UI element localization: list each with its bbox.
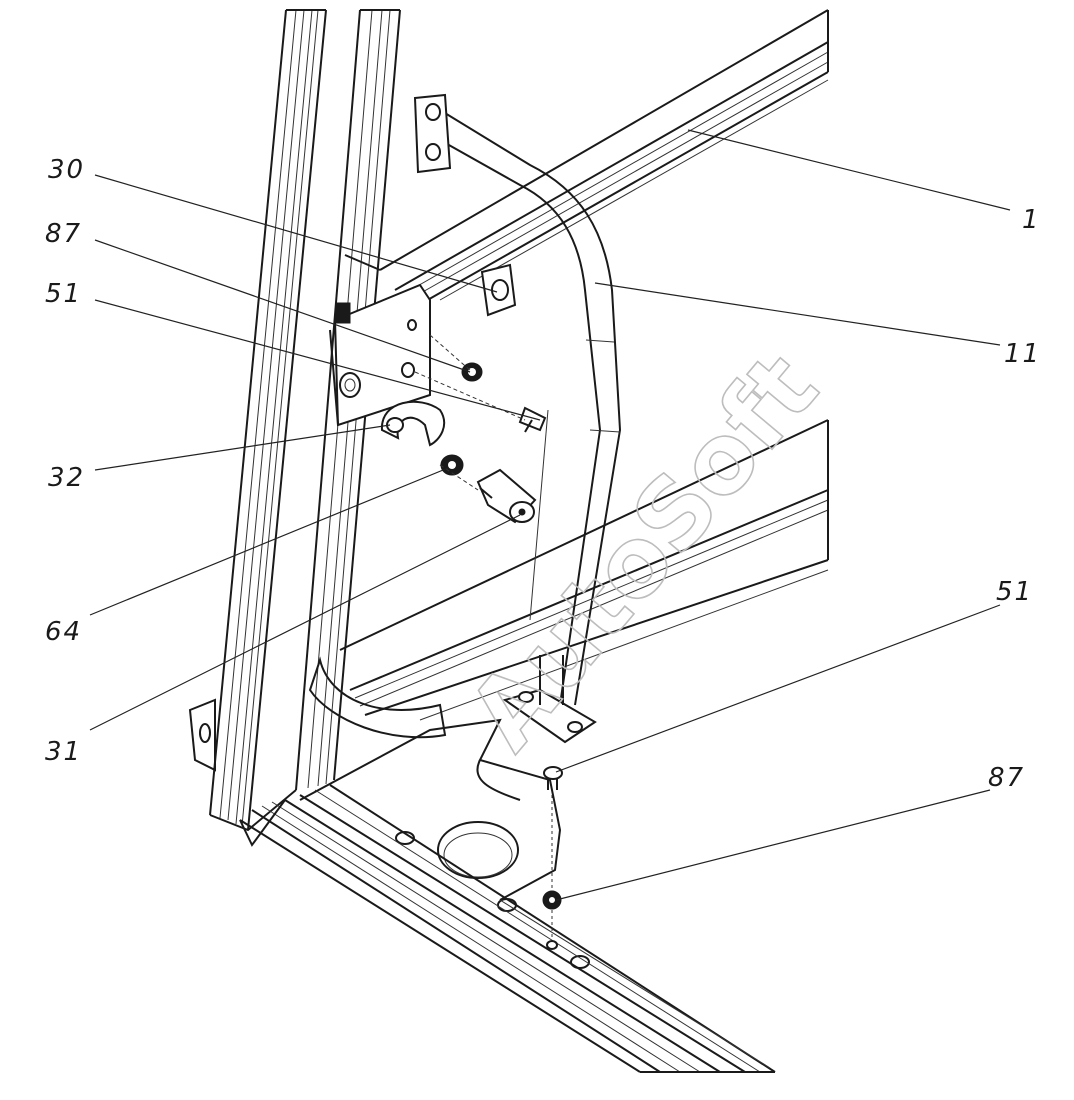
top-mount-bracket — [413, 93, 452, 174]
callout-32: 32 — [48, 463, 85, 493]
callout-51-upper: 51 — [45, 279, 82, 309]
watermark-text: AutoSoft — [447, 333, 840, 771]
pillar-plate — [329, 283, 431, 427]
nut-upper — [461, 362, 483, 382]
watermark: AutoSoft — [446, 332, 840, 771]
callout-87-upper: 87 — [45, 219, 82, 249]
washer — [440, 454, 464, 476]
clip-nut — [480, 263, 517, 317]
bottom-sill — [239, 784, 776, 1073]
leader-lines — [89, 129, 1011, 901]
screw-lower — [543, 766, 563, 890]
callout-30: 30 — [48, 155, 85, 185]
floor-hole — [437, 821, 519, 879]
clamp — [380, 400, 446, 447]
grab-handle — [413, 93, 622, 744]
screw-upper — [518, 406, 547, 433]
parts — [329, 93, 622, 950]
callout-87-lower: 87 — [988, 763, 1025, 793]
stud — [476, 468, 537, 524]
vertical-pillar — [209, 9, 401, 832]
nut-lower — [542, 890, 562, 950]
callout-64: 64 — [45, 617, 82, 647]
callout-51-lower: 51 — [996, 577, 1033, 607]
upper-rail — [344, 9, 829, 311]
callout-1: 1 — [1022, 205, 1041, 235]
callout-labels: 1 11 30 87 51 32 64 31 51 87 — [45, 155, 1041, 793]
frame-structure — [188, 9, 829, 1073]
callout-31: 31 — [45, 737, 82, 767]
callout-11: 11 — [1004, 339, 1041, 369]
